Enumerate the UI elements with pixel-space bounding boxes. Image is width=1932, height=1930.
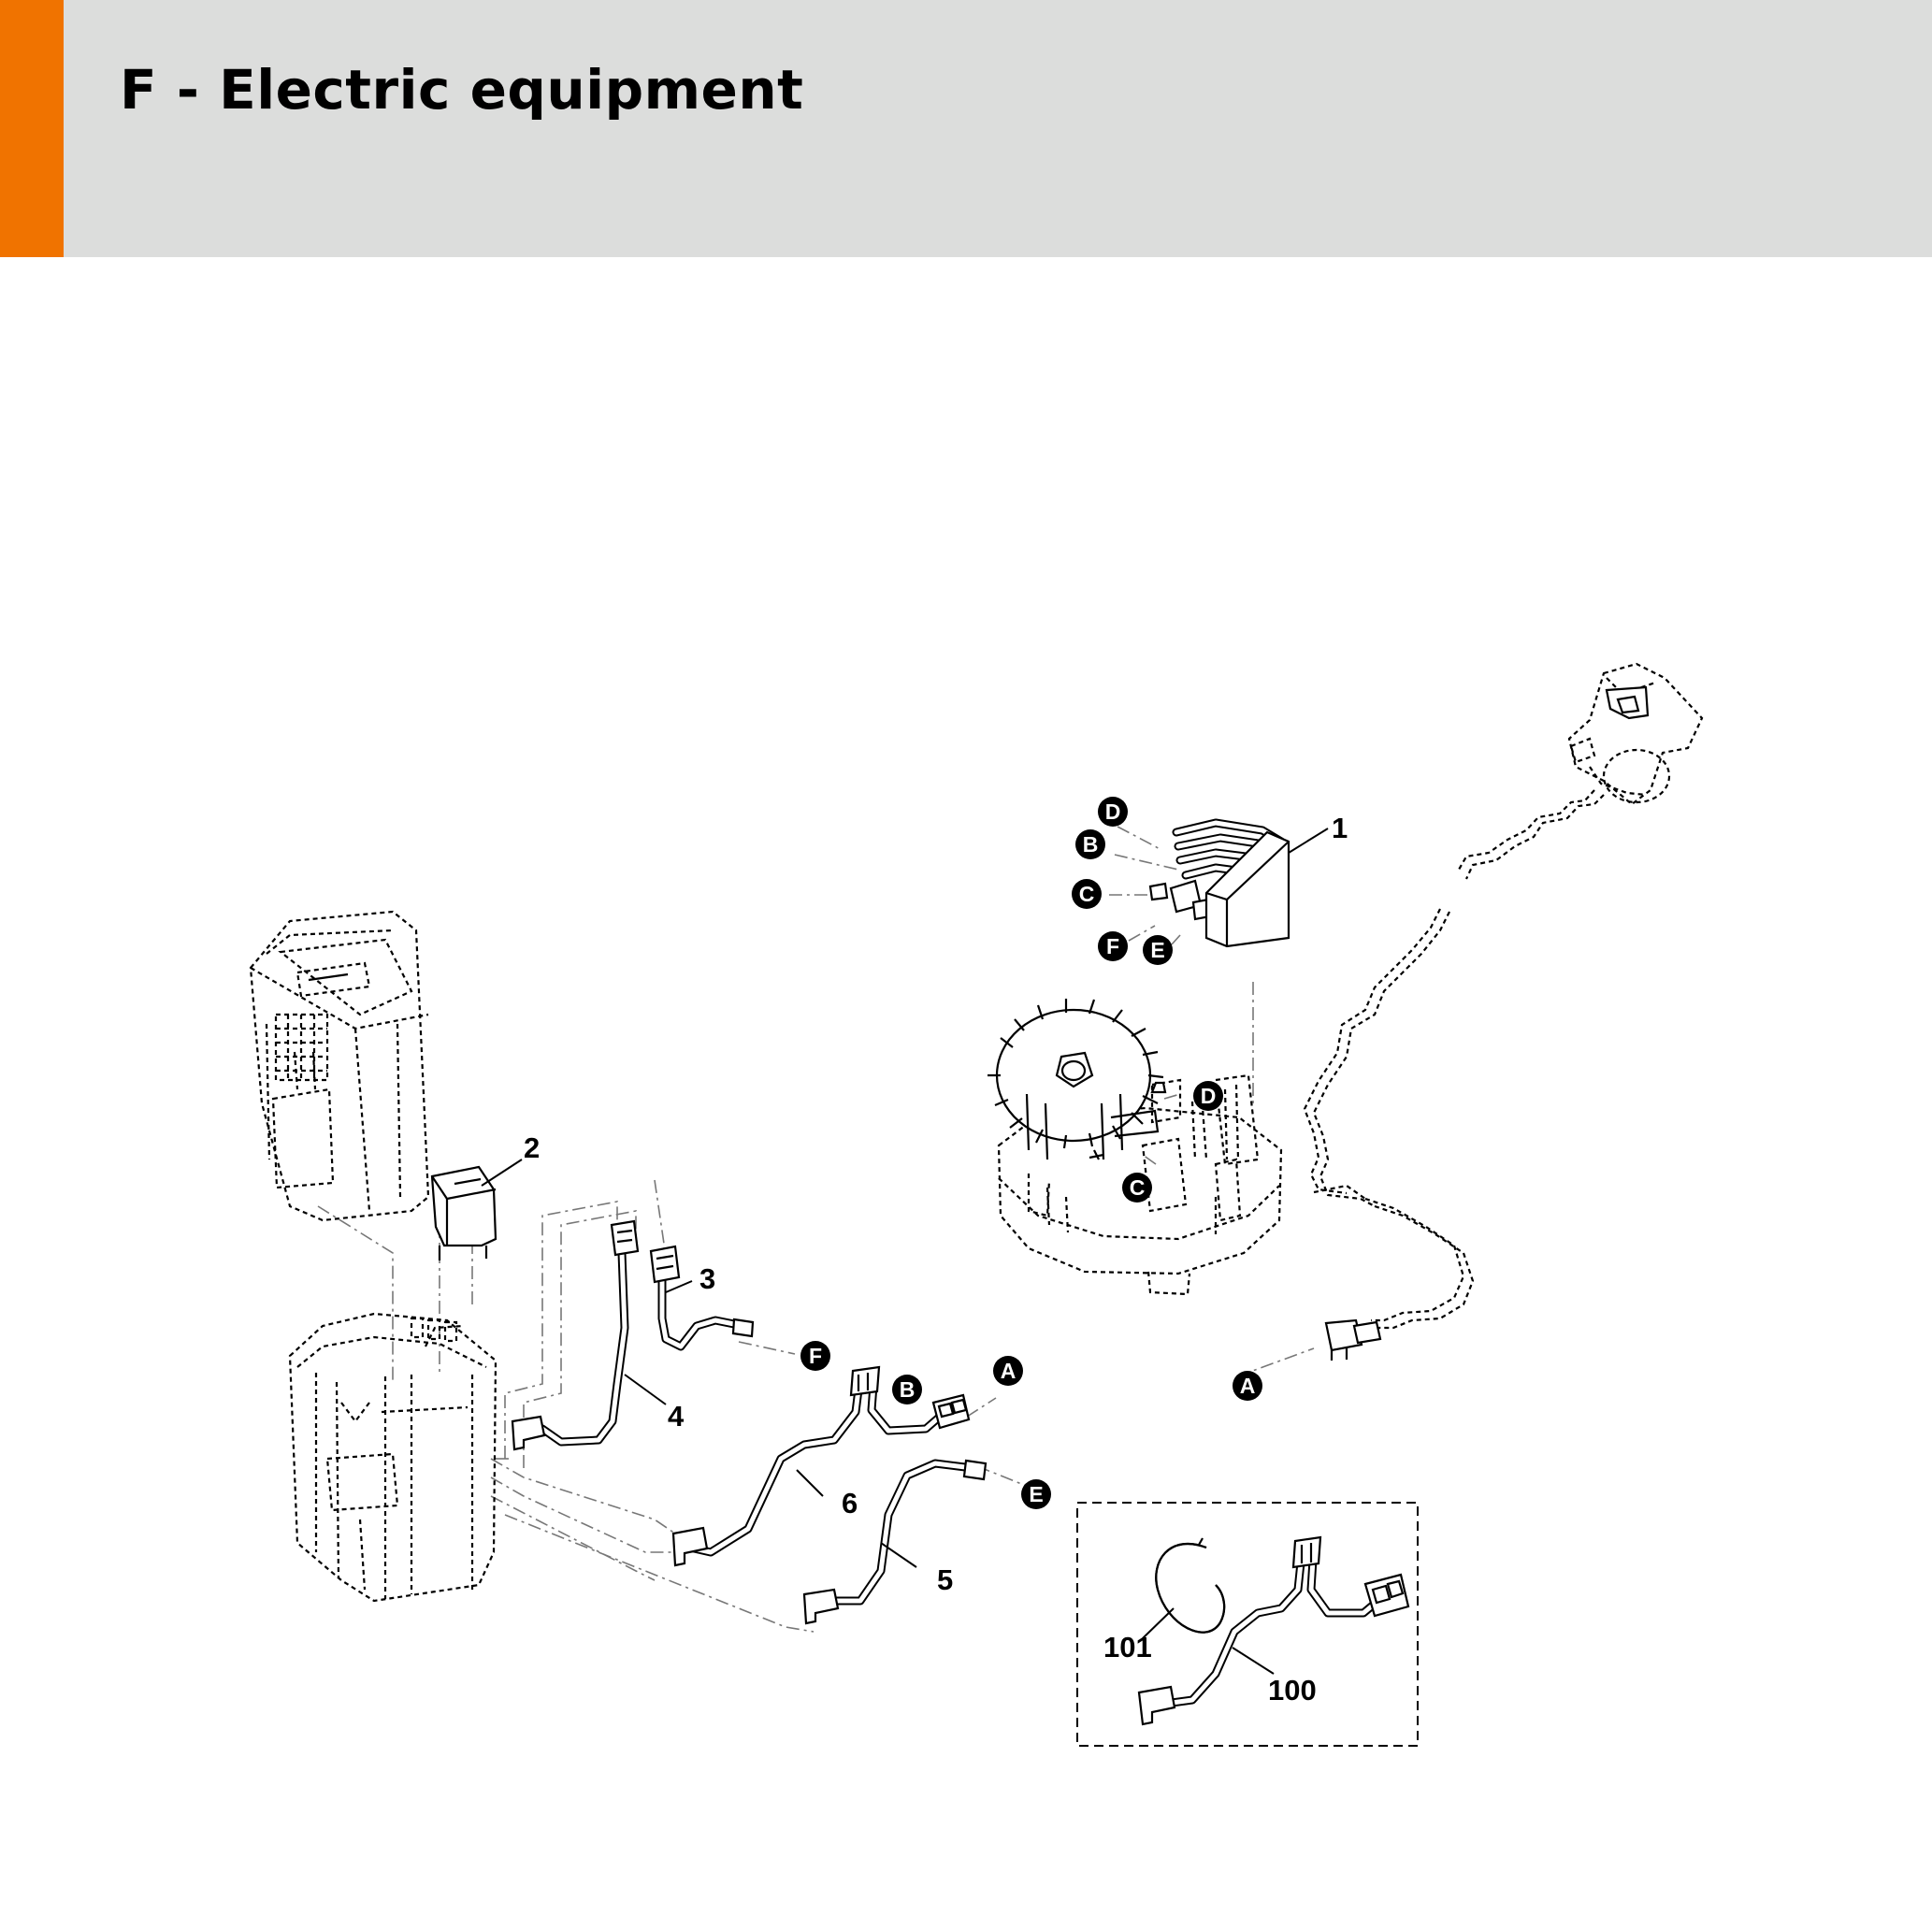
ref-marker-e-top: E: [1143, 935, 1173, 965]
svg-text:E: E: [1029, 1482, 1043, 1506]
svg-text:E: E: [1150, 938, 1164, 962]
ref-marker-d-motor: D: [1193, 1081, 1223, 1111]
battery-housing-drawing: [288, 1312, 497, 1603]
fuse-part-2-drawing: [430, 1165, 497, 1260]
handle-control-unit-drawing: [1303, 662, 1704, 1361]
battery-pack-drawing: [249, 910, 430, 1222]
cable-part-3-drawing: [649, 1245, 755, 1351]
header-band: [0, 0, 1932, 257]
ref-marker-e-cable: E: [1021, 1479, 1051, 1509]
svg-text:A: A: [1240, 1374, 1256, 1398]
battery-display-panel: [296, 961, 371, 998]
housing-terminals: [410, 1317, 458, 1343]
cable-part-100-drawing: [1137, 1535, 1410, 1726]
ring-part-101-drawing: [1155, 1537, 1226, 1634]
svg-text:C: C: [1130, 1175, 1146, 1200]
callout-1: 1: [1332, 812, 1348, 844]
kit-box: [1076, 1502, 1419, 1747]
ref-marker-c-motor: C: [1122, 1173, 1152, 1203]
svg-text:C: C: [1079, 882, 1095, 906]
cable-part-4-drawing: [511, 1219, 640, 1451]
electronics-module-part-1-drawing: [1148, 818, 1290, 948]
leader-lines: [481, 828, 1329, 1675]
cable-part-5-drawing: [802, 1459, 988, 1625]
callout-4: 4: [668, 1400, 685, 1433]
ref-marker-c-top: C: [1072, 879, 1102, 909]
ref-marker-f-cable: F: [800, 1341, 830, 1371]
assembly-lines: [317, 826, 1315, 1633]
ref-marker-a-handle: A: [1233, 1371, 1262, 1401]
svg-text:D: D: [1105, 799, 1121, 824]
callout-101: 101: [1103, 1631, 1152, 1664]
callout-3: 3: [699, 1262, 715, 1295]
header-accent-bar: [0, 0, 64, 257]
page-title: F - Electric equipment: [120, 58, 804, 122]
ref-marker-b-cable: B: [892, 1375, 922, 1404]
battery-vent-grid: [274, 1013, 329, 1082]
motor-fan-rotor: [988, 999, 1164, 1160]
reference-markers: D B C F E D C F: [800, 797, 1262, 1509]
svg-text:F: F: [809, 1344, 822, 1368]
ref-marker-d-top: D: [1098, 797, 1128, 827]
motor-gearbox-drawing: [988, 999, 1283, 1296]
callout-5: 5: [937, 1563, 953, 1596]
callout-100: 100: [1268, 1674, 1317, 1707]
callout-6: 6: [842, 1487, 858, 1520]
ref-marker-f-top: F: [1098, 931, 1128, 961]
callout-2: 2: [524, 1131, 540, 1164]
cable-part-6-drawing: [671, 1365, 971, 1567]
svg-text:D: D: [1201, 1084, 1217, 1108]
svg-text:B: B: [1083, 832, 1099, 857]
ref-marker-a-cable: A: [993, 1356, 1023, 1386]
svg-text:B: B: [900, 1377, 916, 1402]
svg-text:F: F: [1106, 934, 1119, 958]
callout-labels: 1 2 3 4 5 6 100 101: [524, 812, 1348, 1707]
ref-marker-b-top: B: [1075, 829, 1105, 859]
svg-text:A: A: [1001, 1359, 1016, 1383]
